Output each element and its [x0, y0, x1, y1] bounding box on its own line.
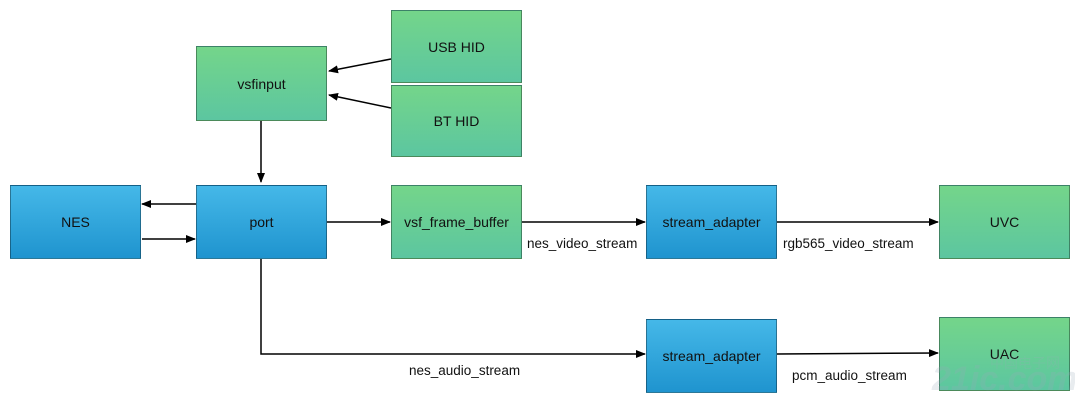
vsfinput-node: vsfinput	[196, 46, 327, 121]
vsf-frame-buffer-node: vsf_frame_buffer	[391, 185, 522, 259]
arrow-adapter-to-uac	[776, 349, 939, 358]
bt-hid-node: BT HID	[391, 85, 522, 157]
label-nes-video-stream: nes_video_stream	[527, 236, 638, 251]
port-node: port	[196, 185, 327, 259]
arrow-usbhid-to-vsfinput	[328, 58, 392, 74]
arrow-port-to-audio-adapter	[260, 259, 646, 358]
usb-hid-node: USB HID	[391, 10, 522, 83]
nes-node: NES	[10, 185, 141, 259]
svg-text:21ic.com: 21ic.com	[931, 360, 1075, 398]
stream-adapter-video-node: stream_adapter	[646, 185, 777, 259]
label-pcm-audio-stream: pcm_audio_stream	[792, 368, 907, 383]
label-rgb565-video-stream: rgb565_video_stream	[783, 236, 914, 251]
stream-adapter-audio-node: stream_adapter	[646, 319, 777, 393]
site-watermark-logo: 21ic.com 中国电子网	[931, 356, 1075, 398]
arrow-bthid-to-vsfinput	[328, 92, 392, 109]
svg-text:中国电子网: 中国电子网	[990, 356, 1060, 372]
uvc-node: UVC	[939, 185, 1070, 259]
label-nes-audio-stream: nes_audio_stream	[409, 363, 521, 378]
uac-node: UAC	[939, 317, 1070, 391]
